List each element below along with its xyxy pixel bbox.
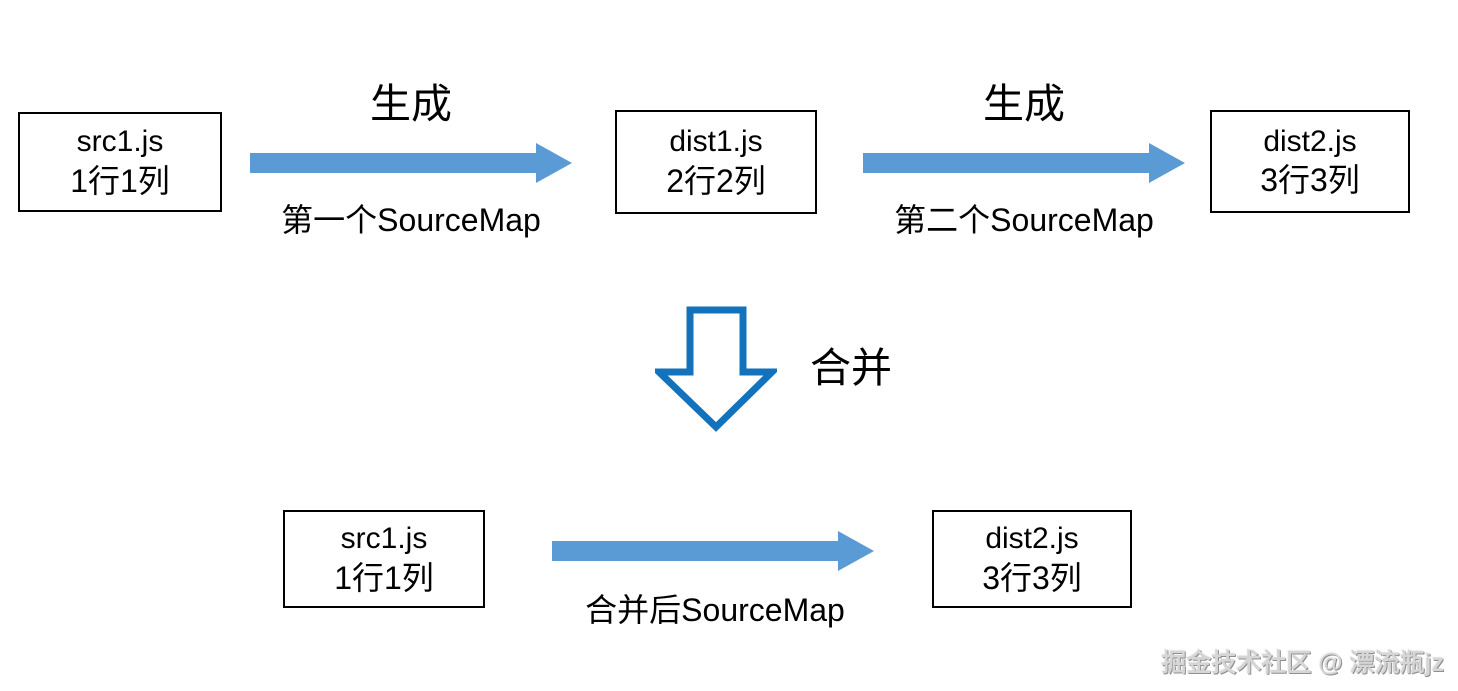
node-dist2-bottom-position: 3行3列 xyxy=(982,559,1082,596)
arrow2-label-second-sourcemap: 第二个SourceMap xyxy=(894,202,1154,238)
watermark-juejin: 掘金技术社区 @ 漂流瓶jz xyxy=(1161,649,1444,677)
arrow3-shape xyxy=(552,531,874,571)
merge-down-arrow-icon xyxy=(655,306,777,432)
node-dist1-position: 2行2列 xyxy=(666,162,766,199)
node-dist1-filename: dist1.js xyxy=(669,125,763,159)
node-dist2-bottom: dist2.js 3行3列 xyxy=(932,510,1132,608)
node-dist2-top-filename: dist2.js xyxy=(1263,124,1357,158)
arrow1-right-icon xyxy=(250,143,572,183)
merge-down-arrow-shape xyxy=(655,306,777,432)
arrow1-shape xyxy=(250,143,572,183)
arrow2-label-generate: 生成 xyxy=(983,81,1065,127)
node-dist1: dist1.js 2行2列 xyxy=(615,110,817,214)
arrow3-label-merged-sourcemap: 合并后SourceMap xyxy=(585,592,845,628)
node-dist2-top: dist2.js 3行3列 xyxy=(1210,110,1410,213)
node-dist2-bottom-filename: dist2.js xyxy=(985,522,1079,556)
node-src1-bottom: src1.js 1行1列 xyxy=(283,510,485,608)
node-src1-top: src1.js 1行1列 xyxy=(18,112,222,212)
node-dist2-top-position: 3行3列 xyxy=(1260,162,1360,199)
arrow2-shape xyxy=(863,143,1185,183)
arrow1-label-generate: 生成 xyxy=(370,81,452,127)
arrow3-right-icon xyxy=(552,531,874,571)
node-src1-bottom-filename: src1.js xyxy=(340,522,428,556)
merge-label: 合并 xyxy=(810,345,892,391)
node-src1-top-filename: src1.js xyxy=(76,125,164,159)
arrow1-label-first-sourcemap: 第一个SourceMap xyxy=(281,202,541,238)
arrow2-right-icon xyxy=(863,143,1185,183)
node-src1-top-position: 1行1列 xyxy=(70,162,170,199)
node-src1-bottom-position: 1行1列 xyxy=(334,559,434,596)
